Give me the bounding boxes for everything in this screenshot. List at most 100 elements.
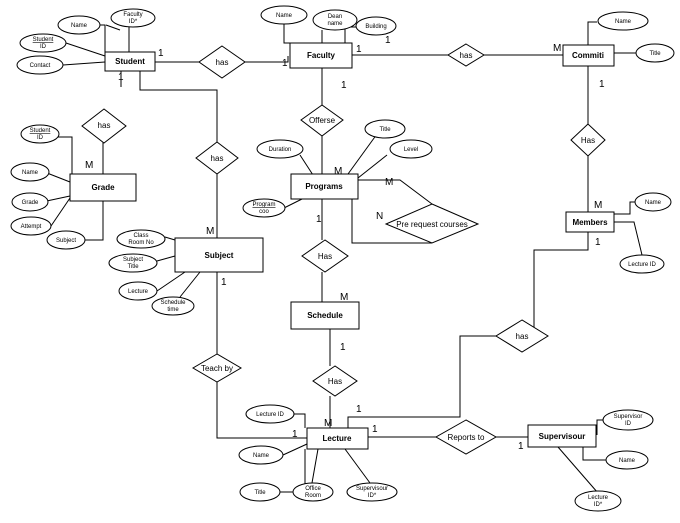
edge — [294, 413, 306, 428]
cardinality-label: 1 — [282, 58, 288, 69]
attribute-programs-title[interactable]: Title — [364, 119, 406, 139]
cardinality-label: M — [85, 160, 93, 171]
attribute-student-name[interactable]: Name — [57, 15, 101, 35]
attribute-student-contact[interactable]: Contact — [16, 55, 64, 75]
entity-label: Members — [572, 218, 608, 227]
relationship-pre-request-courses[interactable]: Pre request courses — [384, 203, 480, 244]
edges — [41, 21, 643, 494]
relationship-has-programs-schedule[interactable]: Has — [301, 239, 349, 273]
edge — [557, 446, 599, 494]
attribute-grade-name[interactable]: Name — [10, 162, 50, 182]
cardinality-label: M — [340, 292, 348, 303]
attribute-label: Faculty — [123, 12, 142, 18]
attribute-label: Room — [305, 493, 321, 499]
attribute-label: Lecture — [128, 289, 149, 295]
edge — [357, 154, 388, 179]
cardinality-label: 1 — [356, 44, 362, 55]
cardinality-label: 1 — [221, 277, 227, 288]
cardinality-label: M — [324, 418, 332, 429]
relationship-reports-to[interactable]: Reports to — [434, 419, 498, 455]
attribute-grade-student-id[interactable]: Student ID — [20, 124, 60, 144]
attribute-student-id[interactable]: Student ID — [19, 33, 67, 53]
attribute-label: Dean — [328, 14, 342, 20]
attribute-members-lecture-id[interactable]: Lecture ID — [619, 254, 665, 274]
attribute-label: Class — [133, 233, 148, 239]
attribute-supervisour-id[interactable]: Supervisor ID — [602, 409, 654, 431]
attribute-subject-schedule-time[interactable]: Schedule time — [151, 296, 195, 316]
attribute-members-name[interactable]: Name — [634, 192, 672, 212]
attribute-label: Level — [404, 147, 418, 153]
cardinality-label: 1 — [340, 342, 346, 353]
attribute-faculty-name[interactable]: Name — [260, 5, 308, 25]
relationship-has-student-subject[interactable]: has — [195, 141, 239, 175]
entity-faculty[interactable]: Faculty — [289, 42, 353, 69]
relationship-has-members-lecture[interactable]: has — [495, 319, 549, 353]
relationship-label: Offerse — [309, 116, 336, 125]
entity-members[interactable]: Members — [565, 211, 615, 233]
relationship-offerse[interactable]: Offerse — [300, 104, 344, 137]
attribute-supervisour-name[interactable]: Name — [605, 450, 649, 470]
attribute-commiti-name[interactable]: Name — [597, 11, 649, 31]
entity-subject[interactable]: Subject — [174, 237, 264, 273]
attribute-supervisour-lecture-id[interactable]: Lecture ID* — [574, 490, 622, 512]
entity-grade[interactable]: Grade — [69, 173, 137, 202]
attribute-label: Lecture ID — [256, 412, 284, 418]
relationship-has-faculty-commiti[interactable]: has — [447, 43, 485, 67]
edge — [614, 221, 643, 256]
attribute-subject-title[interactable]: Subject Title — [108, 253, 158, 273]
relationship-has-student-grade[interactable]: has — [81, 108, 127, 144]
attribute-label: Office — [305, 486, 321, 492]
entity-programs[interactable]: Programs — [290, 173, 359, 200]
edge — [156, 255, 176, 262]
cardinality-label: 1 — [599, 79, 605, 90]
cardinality-label: 1 — [385, 35, 391, 46]
attribute-faculty-dean-name[interactable]: Dean name — [312, 9, 358, 31]
relationship-has-commiti-members[interactable]: Has — [570, 123, 606, 157]
attribute-subject-class-room[interactable]: Class Room No — [116, 229, 166, 249]
edge — [283, 22, 290, 44]
attribute-label: Attempt — [21, 224, 42, 230]
attribute-label: Building — [365, 24, 386, 30]
edge — [84, 201, 104, 241]
attribute-lecture-office-room[interactable]: Office Room — [292, 482, 334, 502]
relationship-label: has — [98, 121, 111, 130]
attribute-label: ID — [40, 44, 47, 50]
attribute-programs-code[interactable]: Program coo — [242, 198, 286, 218]
attribute-commiti-title[interactable]: Title — [635, 43, 675, 63]
attribute-subject-lecture[interactable]: Lecture — [118, 281, 158, 301]
attribute-grade-grade[interactable]: Grade — [11, 192, 49, 212]
edge — [216, 382, 307, 439]
relationship-has-schedule-lecture[interactable]: Has — [312, 365, 358, 397]
cardinality-label: 1 — [595, 237, 601, 248]
attribute-label: Student — [30, 128, 51, 134]
cardinalities: 1 1 1 M 1 M 1 1 M 1 M M N M 1 M 1 1 1 M … — [85, 35, 605, 452]
cardinality-label: N — [376, 211, 383, 222]
attribute-label: Supervisor — [614, 414, 643, 420]
relationship-teach-by[interactable]: Teach by — [192, 353, 242, 383]
entity-supervisour[interactable]: Supervisour — [527, 424, 597, 448]
cardinality-label: 1 — [372, 424, 378, 435]
attribute-faculty-building[interactable]: Building — [355, 16, 397, 36]
attribute-programs-level[interactable]: Level — [389, 139, 433, 159]
entity-student[interactable]: Student — [104, 51, 156, 72]
relationship-label: has — [216, 58, 229, 67]
attribute-student-faculty-id[interactable]: Faculty ID* — [110, 8, 156, 28]
attribute-grade-subject[interactable]: Subject — [46, 230, 86, 250]
edge — [105, 24, 121, 31]
attribute-label: Subject — [123, 257, 143, 263]
attribute-lecture-name[interactable]: Name — [238, 445, 284, 465]
entity-lecture[interactable]: Lecture — [306, 427, 369, 450]
attribute-programs-duration[interactable]: Duration — [256, 139, 304, 159]
attribute-lecture-lecture-id[interactable]: Lecture ID — [245, 404, 295, 424]
attribute-label: Grade — [22, 200, 39, 206]
attribute-label: Title — [379, 127, 391, 133]
entity-label: Grade — [91, 183, 115, 192]
relationship-has-student-faculty[interactable]: has — [198, 45, 246, 79]
entity-schedule[interactable]: Schedule — [290, 301, 360, 330]
attribute-lecture-supervisour-id[interactable]: Supervisour ID* — [346, 482, 398, 502]
attribute-grade-attempt[interactable]: Attempt — [10, 216, 52, 236]
entity-label: Programs — [305, 182, 343, 191]
attribute-lecture-title[interactable]: Title — [239, 482, 281, 502]
entity-label: Supervisour — [539, 432, 586, 441]
entity-commiti[interactable]: Commiti — [562, 44, 615, 67]
